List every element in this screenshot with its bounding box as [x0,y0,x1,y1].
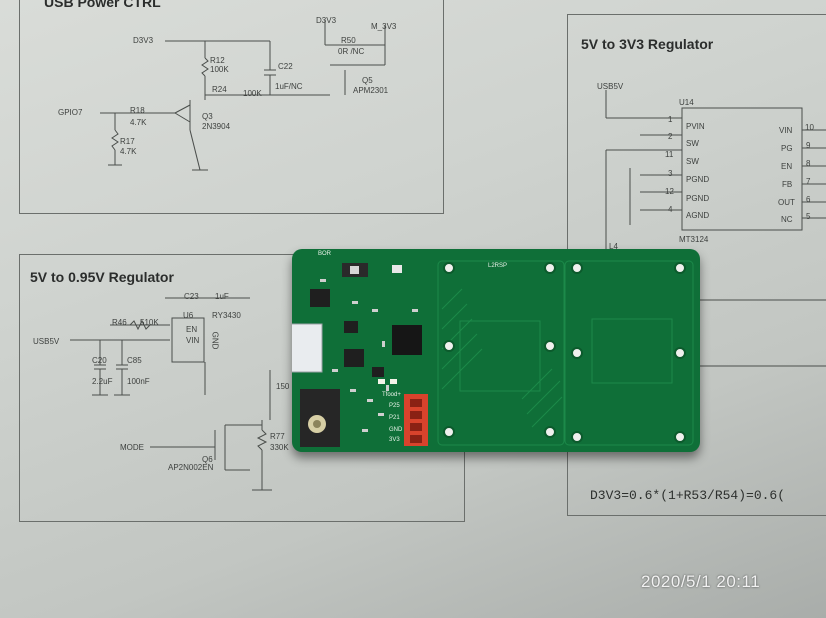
net-label-m3v3: M_3V3 [371,22,397,31]
ref-c23: C23 [184,292,199,301]
regulator-3v3-title: 5V to 3V3 Regulator [581,36,714,52]
pin-nc: NC [781,215,793,224]
pin-sw-1: SW [686,139,699,148]
ref-l4: L4 [609,242,618,251]
ref-r77: R77 [270,432,285,441]
pin-pgnd-2: PGND [686,194,710,203]
silk-bor: BOR [318,251,332,257]
pin-num-3: 3 [668,169,673,178]
ref-r24: R24 [212,85,227,94]
ref-r17: R17 [120,137,135,146]
ref-c22: C22 [278,62,293,71]
value-r18: 4.7K [130,118,147,127]
pin-en: EN [781,162,793,171]
pcb-board: c c BOR L2RSP Tfood+ P25 P21 GND 3V3 [292,249,700,452]
ref-r12: R12 [210,56,225,65]
net-label-d3v3-2: D3V3 [316,16,337,25]
pin-vin: VIN [779,126,793,135]
value-q5: APM2301 [353,86,389,95]
value-u14: MT3124 [679,235,709,244]
ref-u14: U14 [679,98,694,107]
value-c20: 2.2uF [92,377,113,386]
value-u6: RY3430 [212,311,241,320]
value-r24: 100K [243,89,262,98]
ref-r50: R50 [341,36,356,45]
schematic-sheet-top-left [19,0,444,214]
ref-r18: R18 [130,106,145,115]
ref-q3: Q3 [202,112,213,121]
ref-u6: U6 [183,311,194,320]
silk-l2rsp: L2RSP [488,263,508,269]
ref-r46: R46 [112,318,127,327]
pin-agnd: AGND [686,211,710,220]
pin-pvin: PVIN [686,122,705,131]
pin-num-1: 1 [668,115,673,124]
pin-gnd-u6: GND [210,331,220,350]
ref-c20: C20 [92,356,107,365]
pin-num-9: 9 [806,141,811,150]
net-label-d3v3: D3V3 [133,36,154,45]
pin-num-4: 4 [668,205,673,214]
value-r12: 100K [210,65,229,74]
pin-pgnd-1: PGND [686,175,710,184]
pin-out: OUT [778,198,795,207]
silk-p25: P25 [389,403,400,409]
value-c85: 100nF [127,377,150,386]
value-c22: 1uF/NC [275,82,303,91]
pin-sw-2: SW [686,157,699,166]
value-r46: 510K [140,318,159,327]
pcb-artwork: c c [292,260,694,447]
value-q3: 2N3904 [202,122,231,131]
value-q6: AP2N002EN [168,463,214,472]
pin-num-8: 8 [806,159,811,168]
value-r50: 0R /NC [338,47,365,56]
pin-num-10: 10 [805,123,814,132]
silk-3v3: 3V3 [389,437,400,443]
ref-c85: C85 [127,356,142,365]
d3v3-formula: D3V3=0.6*(1+R53/R54)=0.6( [590,488,786,503]
pin-num-11: 11 [665,150,674,159]
pin-num-6: 6 [806,195,811,204]
silk-tfood: Tfood+ [382,392,401,398]
ref-q5: Q5 [362,76,373,85]
value-150: 150 [276,382,290,391]
value-c23: 1uF [215,292,229,301]
value-r17: 4.7K [120,147,137,156]
silk-gnd: GND [389,427,403,433]
pin-num-7: 7 [806,177,811,186]
net-label-gpio7: GPIO7 [58,108,83,117]
pin-vin-u6: VIN [186,336,200,345]
pin-num-5: 5 [806,212,811,221]
pin-fb: FB [782,180,793,189]
value-r77: 330K [270,443,289,452]
net-label-usb5v-right: USB5V [597,82,624,91]
net-label-usb5v: USB5V [33,337,60,346]
regulator-095v-title: 5V to 0.95V Regulator [30,269,174,285]
pin-pg: PG [781,144,793,153]
pin-num-2: 2 [668,132,673,141]
silk-p21: P21 [389,415,400,421]
pin-num-12: 12 [665,187,674,196]
usb-power-ctrl-title: USB Power CTRL [44,0,161,10]
net-label-mode: MODE [120,443,144,452]
pin-en-u6: EN [186,325,198,334]
photo-timestamp: 2020/5/1 20:11 [641,572,761,591]
ref-q6: Q6 [202,455,213,464]
